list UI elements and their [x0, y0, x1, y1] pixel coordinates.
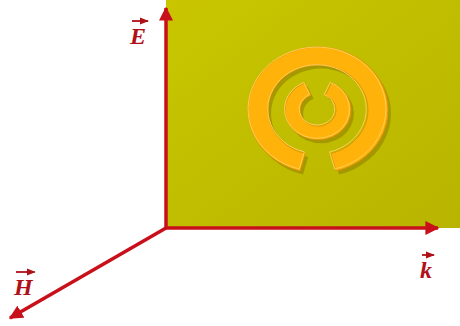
k-vector-label: k	[420, 258, 432, 282]
substrate-plate	[166, 0, 460, 228]
vector-arrow-mark	[422, 254, 434, 256]
vector-arrow-mark	[16, 271, 35, 273]
inner-split-ring-highlight	[284, 82, 349, 138]
e-axis-arrow	[164, 8, 168, 228]
split-ring-resonator	[248, 47, 391, 174]
inner-split-ring	[285, 83, 351, 140]
h-field-label: H	[14, 275, 33, 299]
h-axis-arrow	[10, 228, 166, 318]
vector-marks	[16, 21, 434, 272]
vector-arrow-mark	[132, 20, 148, 22]
e-field-label: E	[130, 24, 146, 48]
k-axis-arrow	[166, 226, 438, 230]
outer-split-ring-highlight	[248, 47, 386, 169]
outer-split-ring	[248, 47, 388, 171]
